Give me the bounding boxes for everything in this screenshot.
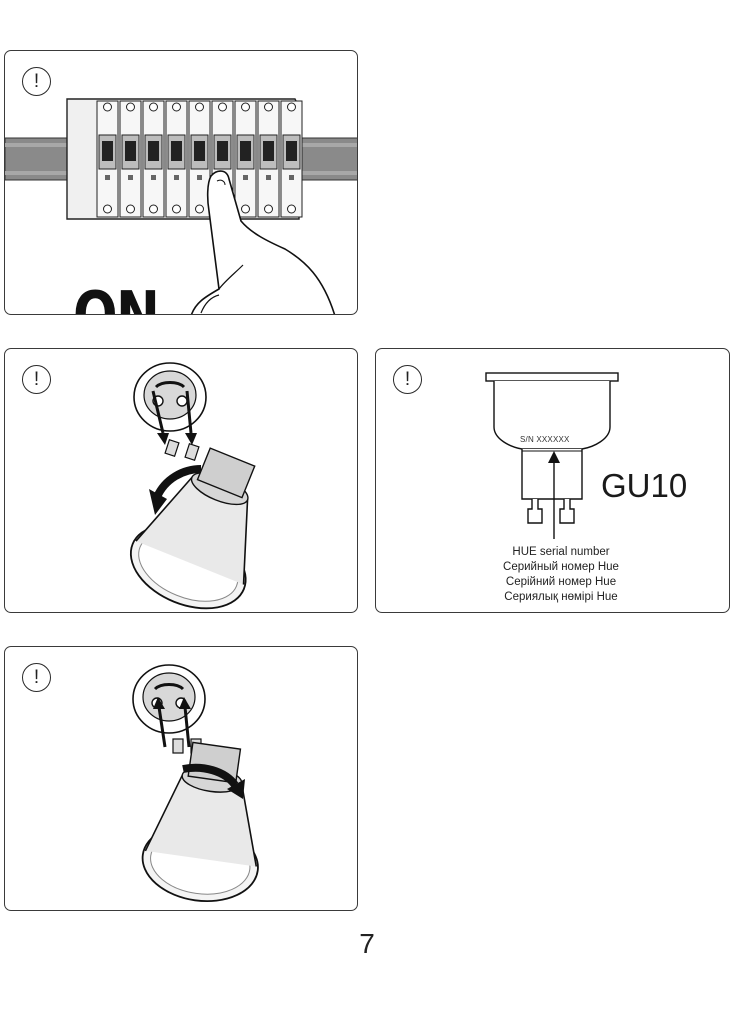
bulb-side-view-illustration: [485, 372, 619, 539]
caption-uk: Серійний номер Hue: [505, 576, 617, 588]
warning-icon: !: [22, 365, 51, 394]
bulb-install-illustration: [129, 362, 256, 610]
bulb-remove-illustration: [132, 664, 259, 903]
panel-power-on: ! ON: [4, 50, 358, 315]
serial-caption: HUE serial number Серийный номер Hue Сер…: [476, 545, 646, 605]
warning-icon: !: [393, 365, 422, 394]
circuit-breaker-illustration: [5, 98, 357, 314]
panel-serial-number: ! S/N XXXXXX GU10 HUE serial number Сери…: [375, 348, 730, 613]
caption-kk: Сериялық нөмірі Hue: [504, 591, 618, 603]
panel-remove-bulb: !: [4, 646, 358, 911]
caption-ru: Серийный номер Hue: [503, 561, 619, 573]
warning-icon: !: [22, 663, 51, 692]
panel-install-bulb: !: [4, 348, 358, 613]
caption-en: HUE serial number: [512, 546, 610, 558]
serial-number-marking: S/N XXXXXX: [520, 435, 570, 444]
on-label: ON: [73, 279, 160, 314]
model-label: GU10: [601, 467, 688, 504]
page-number: 7: [359, 928, 375, 959]
warning-icon: !: [22, 67, 51, 96]
